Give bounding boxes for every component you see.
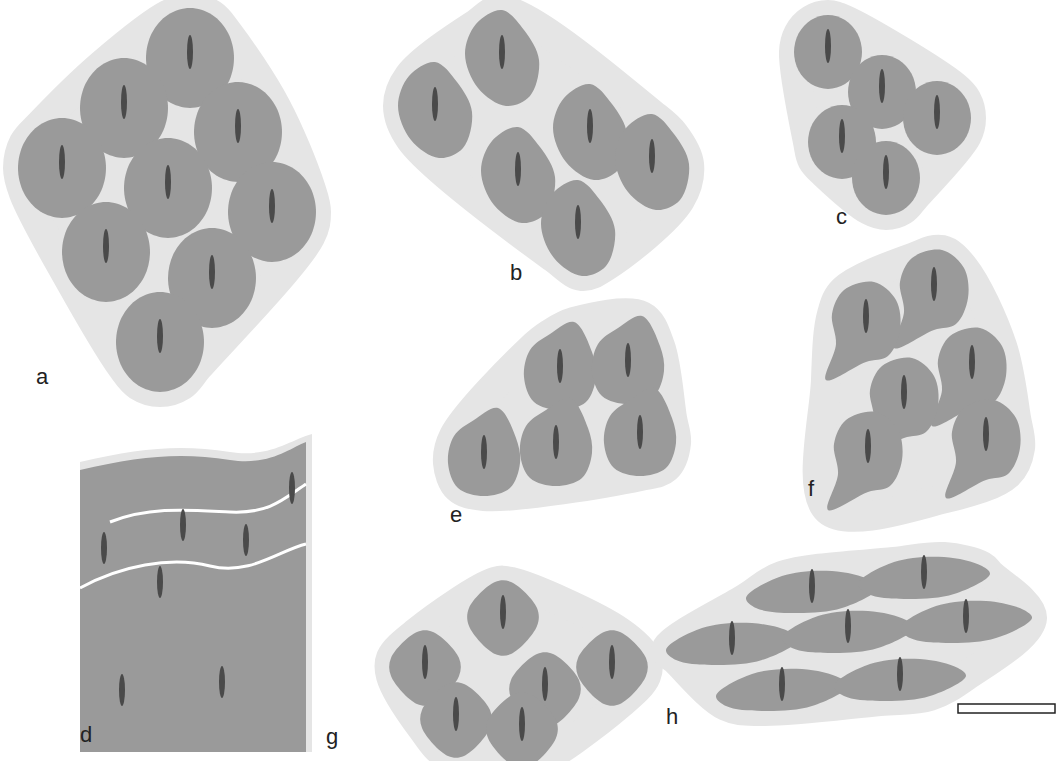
slit: [59, 145, 65, 179]
slit: [553, 425, 559, 459]
cell-wall: [80, 544, 306, 588]
slit: [542, 667, 548, 701]
cluster-ground: [666, 557, 1032, 711]
cell: [448, 408, 520, 496]
slit: [883, 155, 889, 189]
slit: [269, 189, 275, 223]
slit: [515, 152, 521, 186]
panel-label: b: [510, 262, 522, 284]
slit: [422, 645, 428, 679]
scale-bar: [958, 704, 1055, 713]
cell: [116, 292, 204, 392]
slit: [121, 85, 127, 119]
cluster-ground: [18, 8, 316, 392]
slit: [779, 667, 785, 701]
slit: [209, 255, 215, 289]
cell: [467, 580, 539, 655]
slit: [575, 205, 581, 239]
cell: [520, 398, 592, 486]
slit: [649, 139, 655, 173]
slit: [729, 621, 735, 655]
panel-label: c: [836, 206, 847, 228]
panel-label: e: [450, 504, 462, 526]
panel-label: g: [326, 726, 338, 748]
cluster-ground: [398, 10, 689, 276]
cell: [615, 114, 689, 210]
slit: [432, 87, 438, 121]
panel-label: h: [666, 706, 678, 728]
slit: [500, 595, 506, 629]
slit: [101, 532, 107, 564]
slit: [863, 299, 869, 333]
slit: [609, 645, 615, 679]
slit: [119, 674, 125, 706]
cluster-ground: [389, 581, 648, 761]
slit: [289, 472, 295, 504]
cell: [465, 10, 539, 106]
slit: [557, 349, 563, 383]
cell: [604, 388, 676, 476]
slit: [983, 417, 989, 451]
panel-label: f: [808, 478, 814, 500]
slit: [157, 566, 163, 598]
slit: [825, 29, 831, 63]
slit: [187, 35, 193, 69]
cluster-ground: [794, 15, 971, 215]
band-ground: [80, 434, 312, 752]
cell: [486, 692, 558, 761]
cell: [852, 141, 920, 215]
slit: [637, 415, 643, 449]
slit: [519, 707, 525, 741]
slit: [243, 524, 249, 556]
slit: [453, 697, 459, 731]
cell: [398, 62, 472, 158]
cell: [903, 81, 971, 155]
slit: [879, 69, 885, 103]
cell: [827, 412, 902, 511]
slit: [481, 435, 487, 469]
slit: [865, 429, 871, 463]
slit: [963, 599, 969, 633]
slit: [901, 375, 907, 409]
slit: [103, 229, 109, 263]
cell: [945, 400, 1020, 499]
slit: [587, 109, 593, 143]
slit: [499, 35, 505, 69]
slit: [931, 267, 937, 301]
slit: [969, 345, 975, 379]
slit: [921, 555, 927, 589]
slit: [235, 109, 241, 143]
slit: [934, 95, 940, 129]
cell: [18, 118, 106, 218]
slit: [180, 509, 186, 541]
slit: [845, 609, 851, 643]
band-cells: [80, 442, 306, 752]
slit: [897, 657, 903, 691]
cell: [420, 682, 492, 757]
cell: [541, 180, 615, 276]
cell-wall: [110, 484, 306, 522]
slit: [839, 119, 845, 153]
cluster-ground: [818, 250, 1021, 517]
panel-label: a: [36, 366, 48, 388]
slit: [157, 319, 163, 353]
cell: [524, 322, 596, 410]
slit: [219, 666, 225, 698]
slit: [809, 569, 815, 603]
panel-label: d: [80, 724, 92, 746]
slit: [165, 165, 171, 199]
cell: [576, 630, 648, 705]
cluster-ground: [448, 313, 676, 496]
cell: [62, 202, 150, 302]
slit: [625, 343, 631, 377]
